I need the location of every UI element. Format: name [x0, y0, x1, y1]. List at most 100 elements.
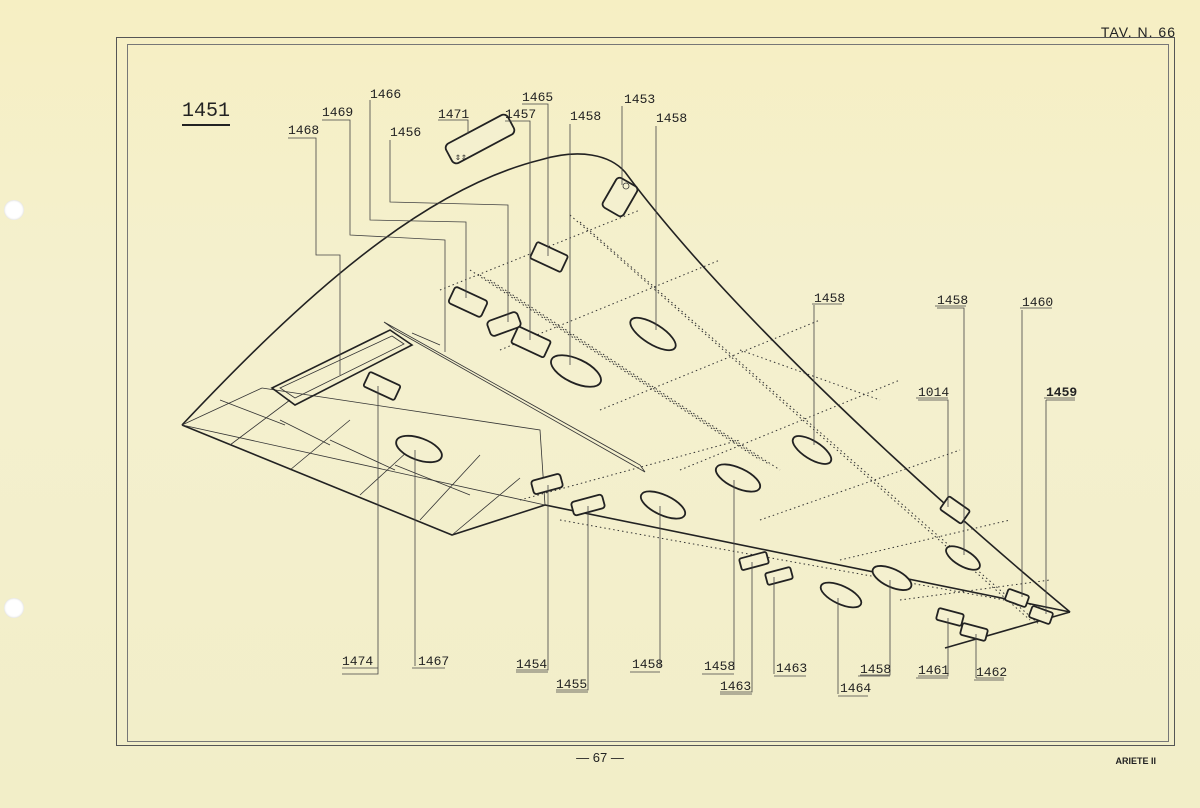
callout-1453: 1453 — [624, 92, 655, 107]
spar-detail — [411, 332, 441, 346]
rivet-line-1 — [569, 214, 1031, 621]
callout-1463b: 1463 — [776, 661, 807, 676]
bottom-underlines — [342, 667, 1004, 697]
rivet-rib-5 — [759, 449, 961, 521]
rivet-rib-9 — [739, 349, 881, 401]
cover-oval-3 — [395, 434, 443, 464]
callout-1467: 1467 — [418, 654, 449, 669]
callout-1454: 1454 — [516, 657, 547, 672]
cover-1465 — [529, 241, 569, 273]
callout-1457: 1457 — [505, 107, 536, 122]
rivet-rib-7 — [519, 439, 741, 501]
wing-outline — [181, 153, 1071, 649]
cover-1454 — [530, 473, 564, 495]
drawing-frame-inner — [127, 44, 1169, 742]
rivet-rib-3 — [599, 319, 821, 411]
callout-1474: 1474 — [342, 654, 373, 669]
callout-1468: 1468 — [288, 123, 319, 138]
cover-oval-2 — [629, 316, 677, 352]
cover-oval-7 — [945, 545, 981, 571]
lower-root-line — [181, 424, 546, 506]
callout-1458d: 1458 — [937, 293, 968, 308]
cover-1456 — [486, 311, 522, 337]
leader-1462 — [975, 634, 1004, 679]
rivet-rib-8 — [899, 579, 1051, 601]
page-number: — 67 — — [576, 750, 624, 765]
cover-1462 — [959, 622, 989, 642]
cover-1014 — [939, 495, 971, 525]
cover-1461 — [935, 607, 965, 627]
cover-oval-8 — [871, 565, 913, 591]
flap-root-line — [181, 387, 263, 426]
callout-1458c: 1458 — [814, 291, 845, 306]
drawing-frame-outer — [116, 37, 1175, 746]
leader-1458d — [937, 307, 965, 555]
callout-1458e: 1458 — [632, 657, 663, 672]
callout-1458a: 1458 — [570, 109, 601, 124]
cover-1474 — [362, 371, 402, 401]
leader-1458g — [860, 580, 891, 676]
callout-1014: 1014 — [918, 385, 949, 400]
trailing-edge — [181, 424, 1071, 613]
rivet-line-trailing — [559, 519, 1061, 611]
leader-1455 — [556, 506, 589, 691]
leader-1014 — [918, 399, 949, 507]
leader-1459 — [1045, 399, 1075, 614]
cover-1460 — [1004, 588, 1030, 608]
cover-1457 — [510, 325, 552, 359]
punch-hole-top — [4, 200, 24, 220]
access-panel-large-inner — [279, 335, 405, 399]
callout-1461: 1461 — [918, 663, 949, 678]
rivet-line-3 — [469, 269, 761, 461]
leader-1461 — [918, 618, 949, 677]
leader-1465 — [522, 103, 549, 256]
leader-1471 — [438, 119, 469, 134]
leader-1454 — [516, 485, 549, 671]
callout-1458g: 1458 — [860, 662, 891, 677]
callout-1469: 1469 — [322, 105, 353, 120]
callout-1459: 1459 — [1046, 385, 1077, 400]
leader-1469 — [322, 119, 446, 352]
cover-oval-6 — [639, 490, 687, 520]
cover-1463b — [764, 566, 794, 586]
leading-edge — [181, 153, 1071, 613]
right-underlines — [812, 303, 1075, 399]
rivet-line-4 — [479, 274, 771, 466]
cover-oval-4 — [791, 435, 833, 465]
cover-1455 — [570, 493, 606, 517]
cover-1463a — [738, 551, 770, 571]
callout-1464: 1464 — [840, 681, 871, 696]
rivet-line-5 — [489, 279, 781, 471]
cover-1459 — [1028, 605, 1054, 625]
callout-1458f: 1458 — [704, 659, 735, 674]
cover-1471 — [444, 113, 516, 165]
spar-strip — [383, 321, 646, 473]
punch-hole-bottom — [4, 598, 24, 618]
callout-1463a: 1463 — [720, 679, 751, 694]
leader-1457 — [505, 120, 531, 340]
leader-lines — [288, 100, 1075, 694]
fastener — [622, 182, 630, 190]
cover-1466 — [447, 286, 489, 318]
leader-1466 — [369, 100, 467, 298]
callout-1462: 1462 — [976, 665, 1007, 680]
callout-1465: 1465 — [522, 90, 553, 105]
callout-underlines — [342, 303, 1075, 697]
cover-oval-5 — [714, 463, 762, 493]
leader-1463a — [720, 562, 753, 693]
cover-oval-9 — [819, 581, 863, 609]
access-panel-large — [270, 329, 414, 406]
callout-labels: 1468 1469 1466 1456 1471 1457 1465 1458 … — [288, 87, 1077, 696]
leader-1468 — [288, 137, 341, 375]
leader-1456 — [389, 140, 509, 322]
callout-1471: 1471 — [438, 107, 469, 122]
flap-ribs-secondary — [219, 399, 471, 496]
callout-1456: 1456 — [390, 125, 421, 140]
callout-1466: 1466 — [370, 87, 401, 102]
callout-1455: 1455 — [556, 677, 587, 692]
callout-1460: 1460 — [1022, 295, 1053, 310]
plate-number: TAV. N. 66 — [1100, 24, 1176, 40]
cover-oval-1 — [550, 354, 602, 388]
